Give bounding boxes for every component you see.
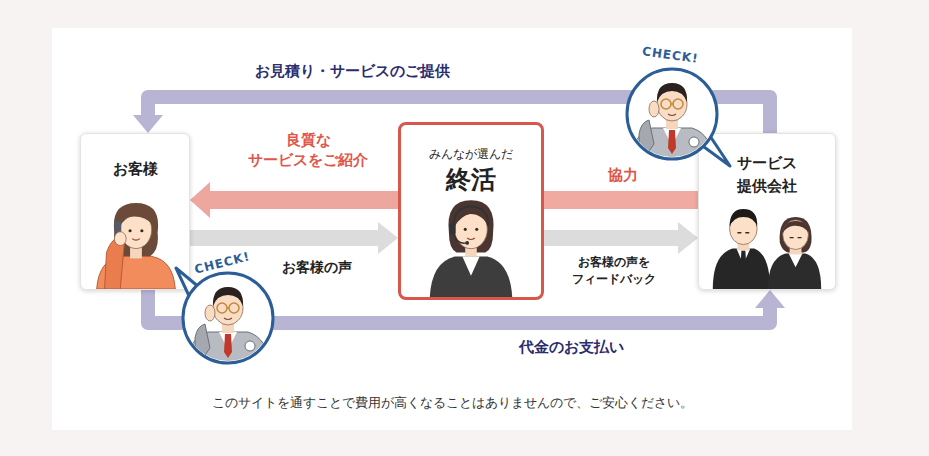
band-arrow-body [544, 230, 678, 246]
flow-connector [190, 182, 398, 218]
edge-label: お客様の声を フィードバック [559, 254, 669, 288]
band-arrow-body [210, 191, 398, 209]
arrow-head [378, 222, 398, 254]
service-box: お客様 [80, 133, 190, 290]
edge-label: 協力 [608, 166, 638, 186]
check-label: CHECK! [193, 249, 251, 276]
check-avatar [176, 268, 273, 368]
flow-connector [190, 222, 398, 254]
edge-label: 代金のお支払い [519, 338, 624, 358]
band-arrow-body [190, 230, 378, 246]
box-label: みんなが選んだ [429, 147, 513, 163]
caption: このサイトを通すことで費用が高くなることはありませんので、ご安心ください。 [212, 394, 693, 412]
box-label: お客様 [113, 160, 158, 180]
check-label: CHECK! [641, 44, 699, 66]
customer-illustration [81, 134, 189, 289]
arrow-head [678, 222, 698, 254]
edge-label: 良質な サービスをご紹介 [223, 130, 393, 171]
check-avatar [627, 69, 730, 166]
arrow-head [133, 115, 163, 133]
box-label: サービス 提供会社 [727, 152, 807, 197]
flow-connector [544, 191, 698, 209]
edge-label: お客様の声 [282, 258, 352, 276]
arrow-head [755, 290, 785, 308]
box-label: 終活 [446, 165, 496, 195]
flow-connector [544, 222, 698, 254]
service-box: みんなが選んだ終活 [398, 122, 544, 300]
arrow-head [190, 182, 210, 218]
edge-label: お見積り・サービスのご提供 [255, 62, 450, 82]
band-arrow-body [544, 191, 698, 209]
